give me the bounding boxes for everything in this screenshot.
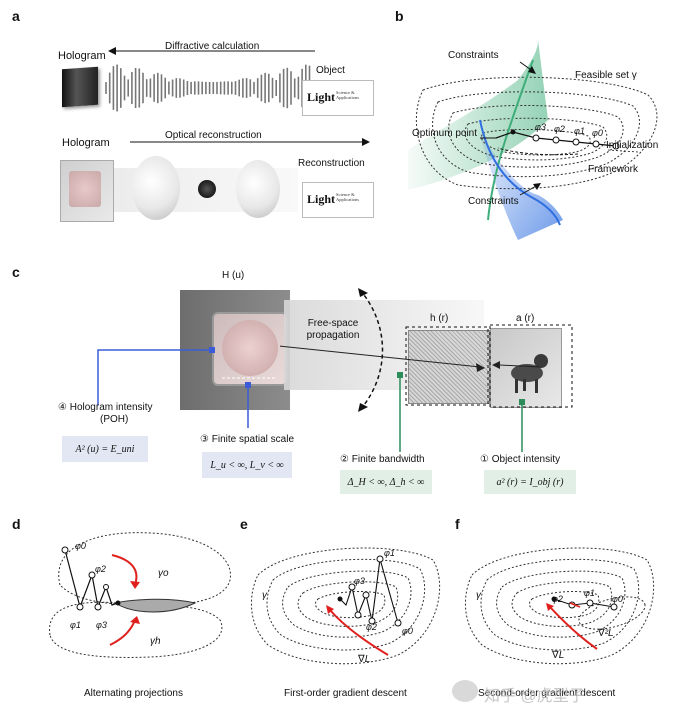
eq-object: a² (r) = I_obj (r): [484, 470, 576, 494]
d-phi1: φ1: [70, 620, 81, 630]
panel-f-diagram: [464, 547, 654, 665]
panel-b-label: b: [395, 8, 404, 24]
e-phi1: φ1: [384, 548, 395, 558]
aperture: [198, 180, 216, 198]
constraints-top-label: Constraints: [448, 50, 499, 61]
green-constraint-curve: [487, 59, 534, 221]
diffractive-calculation-label: Diffractive calculation: [165, 41, 260, 52]
eq-spatial: L_u < ∞, L_v < ∞: [202, 452, 292, 478]
card-sub-text-2: Science & Applications: [336, 192, 359, 202]
finite-spatial-label: ③ Finite spatial scale: [200, 434, 295, 445]
b-phi0: φ0: [592, 128, 603, 138]
f-caption: Second-order gradient descent: [478, 688, 616, 699]
panel-e-label: e: [240, 516, 248, 532]
lens-1: [132, 156, 180, 220]
framework-label: Framework: [588, 164, 639, 175]
optical-reconstruction-label: Optical reconstruction: [165, 130, 262, 141]
watermark-text: 知乎 @虎型子: [484, 688, 585, 705]
b-phi1: φ1: [574, 126, 585, 136]
reconstruction-label: Reconstruction: [298, 158, 365, 169]
finite-bandwidth-label: ② Finite bandwidth: [340, 454, 425, 465]
gamma-o-label: γo: [158, 568, 169, 579]
feasible-set-label: Feasible set γ: [575, 70, 637, 81]
eq-bandwidth: Δ_H < ∞, Δ_h < ∞: [340, 470, 432, 494]
eq-hologram: A² (u) = E_uni: [62, 436, 148, 462]
panel-c-overlay: [280, 288, 573, 412]
object-card: Light Science & Applications: [302, 80, 374, 116]
panel-d-label: d: [12, 516, 21, 532]
f-phi1: φ1: [584, 588, 595, 598]
e-phi0: φ0: [402, 626, 413, 636]
propagation-line: [280, 345, 481, 368]
gamma-h-label: γh: [150, 636, 161, 647]
e-phi2: φ2: [366, 622, 377, 632]
hologram-slm-bottom: [60, 160, 114, 222]
blue-constraint-region: [478, 130, 563, 240]
constraints-bottom-label: Constraints: [468, 196, 519, 207]
hologram-intensity-label-1: ④ Hologram intensity: [58, 402, 153, 413]
slm-aperture: [222, 320, 278, 376]
panel-a-label: a: [12, 8, 20, 24]
optical-arrow: [130, 138, 370, 146]
a-r-plane: [490, 328, 562, 408]
e-phi3: φ3: [354, 576, 365, 586]
object-label: Object: [316, 65, 345, 76]
f-grad: ∇L: [552, 650, 565, 661]
hologram-intensity-label-2: (POH): [100, 414, 129, 425]
initialization-label: Initialization: [606, 140, 659, 151]
panel-d-diagram: [49, 532, 231, 658]
d-phi0: φ0: [75, 541, 86, 551]
hologram-plate-top: [62, 66, 98, 108]
f-hess: ∇²L: [598, 628, 614, 639]
h-r-label: h (r): [430, 313, 449, 324]
a-r-label: a (r): [516, 313, 535, 324]
panel-e-diagram: [250, 547, 440, 665]
f-gamma: γ: [476, 590, 481, 601]
f-phi2: φ2: [552, 594, 563, 604]
lens-2: [236, 160, 280, 218]
object-intensity-label: ① Object intensity: [480, 454, 561, 465]
hologram-top-label: Hologram: [58, 50, 106, 62]
optimum-point-label: Optimum point: [412, 128, 478, 139]
d-caption: Alternating projections: [84, 688, 183, 699]
reconstruction-card: Light Science & Applications: [302, 182, 374, 218]
hologram-bottom-label: Hologram: [62, 137, 110, 149]
e-gamma: γ: [262, 590, 267, 601]
b-phi2: φ2: [554, 124, 565, 134]
panel-c-label: c: [12, 264, 20, 280]
feasible-contours: [416, 76, 658, 190]
b-phi3: φ3: [535, 122, 546, 132]
f-phi0: φ0: [612, 594, 623, 604]
green-constraint-region: [408, 40, 548, 190]
e-caption: First-order gradient descent: [284, 688, 407, 699]
callout-lines: [97, 347, 525, 452]
d-phi2: φ2: [95, 564, 106, 574]
card-logo-text-2: Light: [307, 192, 336, 206]
dog-object-icon: [511, 354, 548, 393]
bandwidth-arc: [359, 289, 384, 411]
card-sub-text: Science & Applications: [336, 90, 359, 100]
diffraction-waves: [105, 47, 315, 112]
free-space-label: Free-space propagation: [306, 318, 360, 341]
panel-f-label: f: [455, 516, 460, 532]
e-grad: ∇L: [358, 654, 371, 665]
panel-b-diagram: [408, 40, 658, 240]
d-phi3: φ3: [96, 620, 107, 630]
blue-constraint-curve: [479, 119, 561, 226]
card-logo-text: Light: [307, 90, 336, 104]
calc-arrow-head: [108, 47, 116, 55]
H-u-label: H (u): [222, 270, 245, 281]
watermark-icon: [452, 680, 478, 702]
